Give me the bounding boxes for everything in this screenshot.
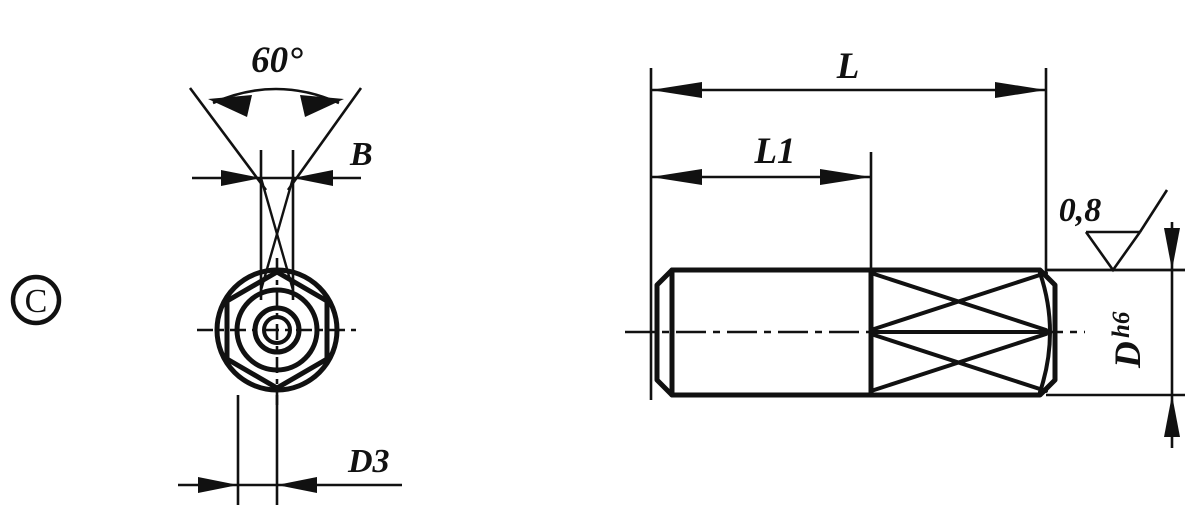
side-view: L L1 D h6 xyxy=(625,46,1185,448)
dim-d-h6: D h6 xyxy=(1108,222,1180,448)
angle-leg-left xyxy=(188,87,268,191)
knurl-cross-upper-b xyxy=(869,271,1048,332)
l1-label: L1 xyxy=(753,131,795,172)
d3-label: D3 xyxy=(347,443,390,480)
knurl-cross-lower-b xyxy=(869,332,1048,393)
d-label-group: D h6 xyxy=(1108,311,1149,369)
roughness-triangle xyxy=(1084,231,1142,273)
roughness-value: 0,8 xyxy=(1059,192,1102,229)
view-marker-c: C xyxy=(10,274,62,326)
d-arrow-bottom xyxy=(1164,395,1180,437)
surface-roughness-symbol: 0,8 xyxy=(1046,189,1185,273)
l-label: L xyxy=(836,46,860,87)
b-arrow-right xyxy=(293,170,333,186)
dim-l1: L1 xyxy=(651,131,871,185)
cone-projection-line-right xyxy=(259,177,295,291)
b-arrow-left xyxy=(221,170,261,186)
d-arrow-top xyxy=(1164,228,1180,270)
d3-arrow-left xyxy=(198,477,238,493)
d-tolerance-label: h6 xyxy=(1108,311,1135,338)
center-hole-circle xyxy=(262,315,292,345)
l-arrow-left xyxy=(651,82,702,98)
l-arrow-right xyxy=(995,82,1046,98)
dim-angle-60: 60° xyxy=(188,40,363,191)
end-view: 60° B D3 xyxy=(178,40,402,505)
d-label: D xyxy=(1108,341,1149,369)
socket-bore-circle xyxy=(234,287,320,373)
dim-b: B xyxy=(192,136,373,186)
d3-arrow-right xyxy=(277,477,317,493)
angle-arrow-right xyxy=(300,95,344,117)
b-label: B xyxy=(349,136,373,173)
view-marker-label: C xyxy=(25,283,48,320)
hexagon-socket xyxy=(224,269,330,391)
l1-arrow-right xyxy=(820,169,871,185)
dim-d3: D3 xyxy=(178,443,402,493)
angle-arrow-left xyxy=(208,95,252,117)
l1-arrow-left xyxy=(651,169,702,185)
dim-l: L xyxy=(651,46,1046,98)
angle-label: 60° xyxy=(251,40,303,81)
hub-circle xyxy=(252,305,302,355)
view-marker-circle xyxy=(10,274,62,326)
angle-leg-right xyxy=(286,87,363,191)
roughness-leader-leg xyxy=(1138,189,1169,233)
